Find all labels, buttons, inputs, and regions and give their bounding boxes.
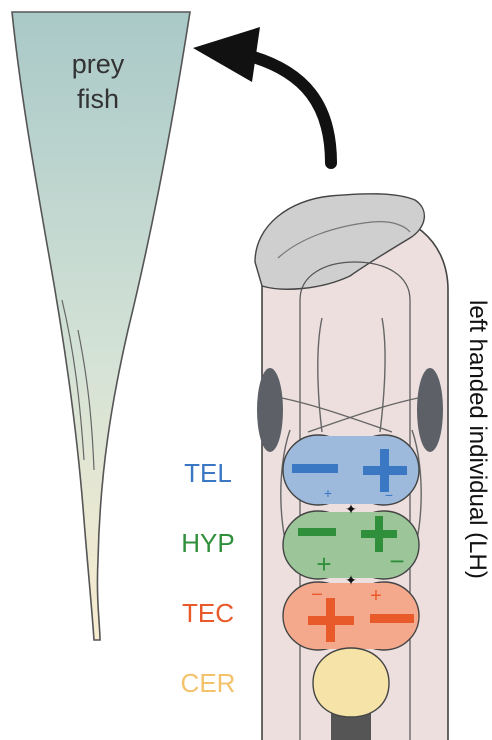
tel-right-small-sign: −	[385, 487, 393, 503]
region-label-hyp: HYP	[181, 528, 234, 558]
tec-left-big-sign	[326, 598, 335, 642]
hyp-right-big-sign	[375, 516, 383, 552]
prey-label-line1: prey	[72, 49, 125, 79]
hyp-left-small-sign: +	[316, 549, 331, 579]
midline-node: ✦	[345, 572, 357, 588]
side-label: left handed individual (LH)	[464, 300, 491, 579]
tel-left-small-sign: +	[324, 485, 332, 501]
tec-right-big-sign	[370, 614, 414, 623]
right-eye	[417, 368, 443, 452]
left-eye	[257, 368, 283, 452]
hyp-right-small-sign: −	[389, 546, 404, 576]
cer-region	[313, 648, 389, 717]
hyp-left-big-sign	[298, 528, 336, 536]
tec-left-small-sign: −	[311, 584, 323, 606]
prey-fish: prey fish	[12, 12, 190, 640]
region-label-cer: CER	[181, 668, 236, 698]
turn-arrow-shaft	[250, 56, 331, 163]
region-labels: TEL HYP TEC CER	[181, 458, 236, 698]
turn-arrow-head	[193, 27, 260, 82]
tel-right-big-sign	[380, 449, 389, 492]
tel-left-big-sign	[292, 464, 338, 473]
midline-node: ✦	[345, 501, 357, 517]
region-label-tel: TEL	[184, 458, 232, 488]
turn-arrow	[193, 27, 331, 163]
tec-right-small-sign: +	[370, 585, 382, 607]
prey-label-line2: fish	[77, 84, 119, 114]
region-label-tec: TEC	[182, 598, 234, 628]
